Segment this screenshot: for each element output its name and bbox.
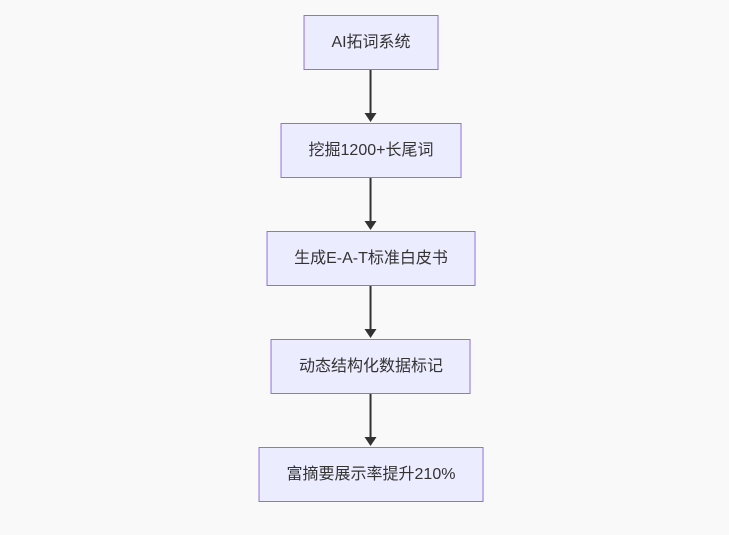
flow-node-label: AI拓词系统 (331, 33, 411, 51)
edge-arrow-4 (365, 394, 377, 447)
flow-node-structured-data-markup: 动态结构化数据标记 (270, 339, 471, 394)
flow-node-label: 富摘要展示率提升210% (286, 465, 456, 483)
arrow-line (370, 394, 372, 438)
flow-node-ai-keyword-system: AI拓词系统 (303, 15, 439, 70)
flow-node-longtail-mining: 挖掘1200+长尾词 (280, 123, 462, 178)
flow-node-label: 挖掘1200+长尾词 (308, 141, 434, 159)
arrowhead-down-icon (365, 437, 377, 446)
edge-arrow-1 (365, 70, 377, 123)
flow-node-eat-whitepaper: 生成E-A-T标准白皮书 (266, 231, 476, 286)
arrowhead-down-icon (365, 221, 377, 230)
arrow-line (370, 286, 372, 330)
flowchart-column: AI拓词系统 挖掘1200+长尾词 生成E-A-T标准白皮书 动态结构化数据标记 (258, 15, 484, 502)
arrow-line (370, 178, 372, 222)
arrow-line (370, 70, 372, 114)
flow-node-rich-snippet-result: 富摘要展示率提升210% (258, 447, 484, 502)
flow-node-label: 生成E-A-T标准白皮书 (294, 249, 448, 267)
edge-arrow-2 (365, 178, 377, 231)
flow-node-label: 动态结构化数据标记 (298, 357, 443, 375)
arrowhead-down-icon (365, 329, 377, 338)
edge-arrow-3 (365, 286, 377, 339)
arrowhead-down-icon (365, 113, 377, 122)
